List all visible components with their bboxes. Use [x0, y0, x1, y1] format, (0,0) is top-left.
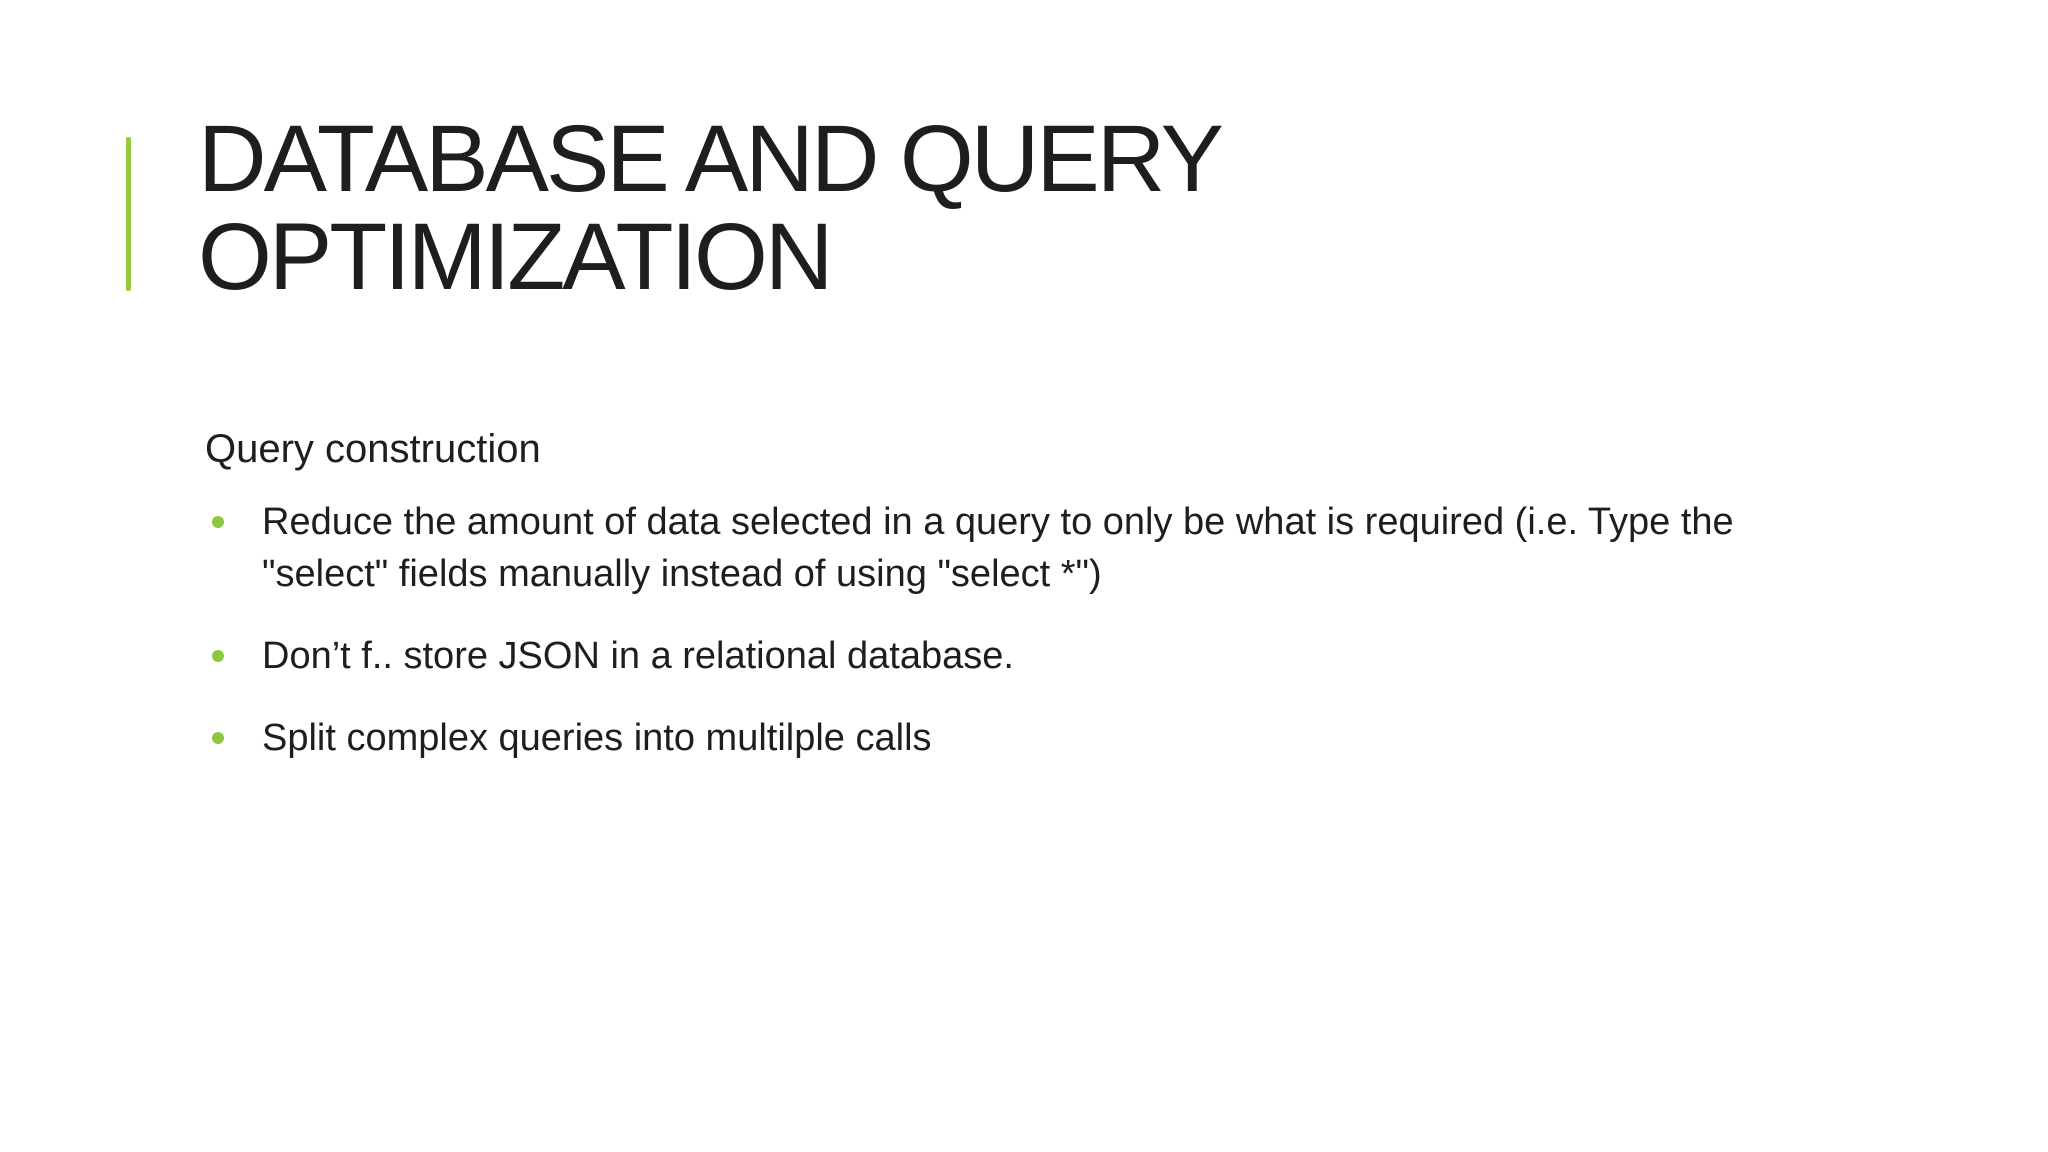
bullet-item: Don’t f.. store JSON in a relational dat…: [210, 630, 1862, 682]
bullet-list: Reduce the amount of data selected in a …: [210, 496, 1870, 794]
bullet-text: Reduce the amount of data selected in a …: [262, 501, 1734, 595]
bullet-icon: [212, 516, 224, 528]
title-accent-bar: [126, 137, 131, 291]
slide-body: Query construction Reduce the amount of …: [205, 423, 1905, 759]
bullet-icon: [212, 732, 224, 744]
bullet-item: Split complex queries into multilple cal…: [210, 712, 1862, 764]
body-heading: Query construction: [205, 427, 541, 471]
bullet-text: Split complex queries into multilple cal…: [262, 717, 932, 759]
bullet-item: Reduce the amount of data selected in a …: [210, 496, 1862, 600]
bullet-icon: [212, 650, 224, 662]
slide-title: DATABASE AND QUERY OPTIMIZATION: [198, 106, 1222, 310]
bullet-text: Don’t f.. store JSON in a relational dat…: [262, 635, 1014, 677]
